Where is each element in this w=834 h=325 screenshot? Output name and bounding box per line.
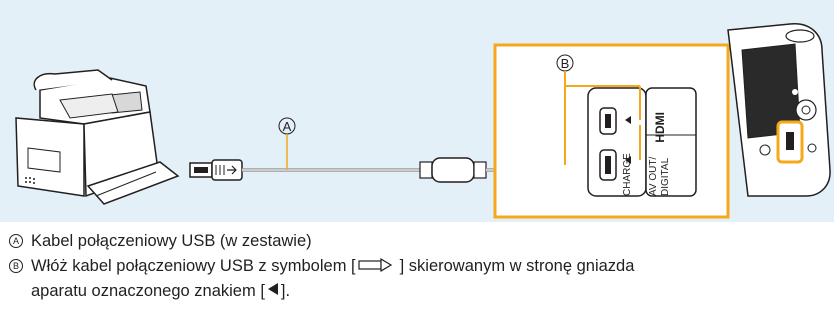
legend-text-b-part2: ] skierowanym w stronę gniazda	[399, 257, 635, 275]
legend-badge-a: A	[9, 234, 23, 248]
legend-item-b: B Włóż kabel połączeniowy USB z symbolem…	[0, 254, 834, 279]
svg-text:DIGITAL: DIGITAL	[660, 157, 671, 196]
legend-item-b-cont: aparatu oznaczonego znakiem [].	[0, 279, 834, 304]
svg-text:AV OUT/: AV OUT/	[648, 157, 659, 196]
svg-text:A: A	[283, 119, 292, 134]
connection-diagram: A HDMI AV OUT/ DIGITAL CHARGE	[15, 23, 831, 219]
printer-illustration	[15, 69, 180, 205]
camera-port-panel: HDMI AV OUT/ DIGITAL CHARGE	[587, 87, 697, 197]
legend-text-b-line2-end: ].	[280, 282, 291, 300]
illustration-panel: A HDMI AV OUT/ DIGITAL CHARGE	[0, 0, 834, 222]
callout-b: B	[556, 54, 641, 165]
legend-text-b-line2: aparatu oznaczonego znakiem [	[31, 282, 265, 300]
legend-text-b-part1: Włóż kabel połączeniowy USB z symbolem [	[31, 257, 356, 275]
ferrite-core	[419, 157, 487, 183]
legend: A Kabel połączeniowy USB (w zestawie) B …	[0, 229, 834, 304]
usb-plug-arrow-icon	[358, 257, 392, 273]
legend-badge-b: B	[9, 259, 23, 273]
camera-illustration	[727, 23, 831, 197]
left-triangle-icon	[267, 283, 278, 295]
svg-text:CHARGE: CHARGE	[622, 153, 633, 196]
svg-text:B: B	[561, 56, 570, 71]
usb-a-plug	[189, 159, 243, 181]
legend-text-a: Kabel połączeniowy USB (w zestawie)	[31, 232, 312, 250]
svg-text:HDMI: HDMI	[653, 112, 667, 143]
legend-item-a: A Kabel połączeniowy USB (w zestawie)	[0, 229, 834, 254]
callout-a: A	[278, 117, 296, 170]
